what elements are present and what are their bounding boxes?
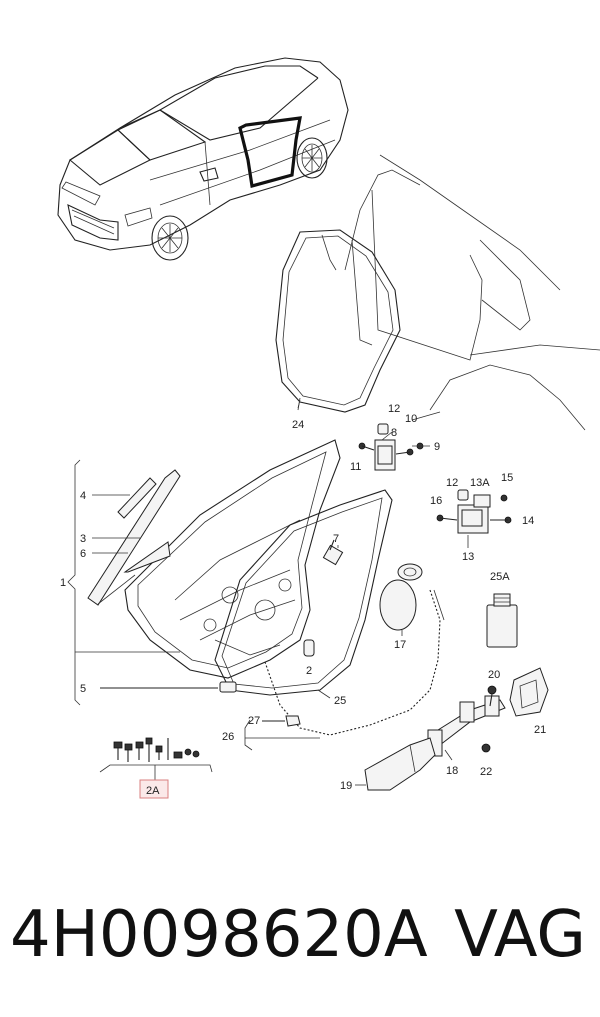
callout-17: 17 [394,639,406,651]
bolt-22 [481,743,491,753]
callout-2A: 2A [146,785,160,797]
clip-2 [303,639,315,657]
bolt-7 [322,539,344,566]
callout-12b: 12 [446,477,458,489]
callout-9: 9 [434,441,440,453]
callout-7: 7 [333,533,339,545]
callout-8: 8 [391,427,397,439]
callout-1: 1 [60,577,66,589]
callout-6: 6 [80,548,86,560]
callout-12a: 12 [388,403,400,415]
callout-labels: 1 2 2A 3 4 5 6 7 8 9 10 11 12 12 13 13A … [60,403,546,797]
callout-15: 15 [501,472,513,484]
hardware-kit-2A [99,737,213,780]
part-17 [379,563,423,631]
callout-25A: 25A [490,571,510,583]
callout-19: 19 [340,780,352,792]
rear-door-shell [124,439,393,696]
callout-26: 26 [222,731,234,743]
clip-27 [262,715,301,727]
body-side-frame [344,154,600,431]
callout-21: 21 [534,724,546,736]
leader-lines [67,399,469,786]
callout-5: 5 [80,683,86,695]
callout-27: 27 [248,715,260,727]
door-opening-seal-24 [275,229,401,413]
callout-2: 2 [306,665,312,677]
bolt-20 [487,685,497,707]
seal-strip-26 [264,589,445,736]
upper-hinge [358,423,430,471]
callout-3: 3 [80,533,86,545]
kit-2A-highlight-box [139,779,169,799]
callout-4: 4 [80,490,86,502]
callout-11: 11 [350,461,361,473]
callout-13: 13 [462,551,474,563]
callout-10: 10 [405,413,417,425]
cover-19 [364,737,436,791]
lower-hinge [436,489,512,534]
brand-name: VAG [454,898,586,972]
callout-16: 16 [430,495,442,507]
callout-14: 14 [522,515,534,527]
window-trim-strips [87,469,181,606]
callout-18: 18 [446,765,458,777]
door-check-strap-18 [427,695,506,757]
callout-25: 25 [334,695,346,707]
exploded-parts-diagram: 1 2 2A 3 4 5 6 7 8 9 10 11 12 12 13 13A … [57,57,600,799]
footer: 4H0098620A VAG [0,880,600,990]
screw-5 [100,681,237,693]
callout-20: 20 [488,669,500,681]
callout-24: 24 [292,419,304,431]
part-number: 4H0098620A [10,898,428,972]
bottle-25A [486,593,518,648]
callout-22: 22 [480,766,492,778]
bracket-21 [509,667,549,717]
callout-13A: 13A [470,477,490,489]
car-illustration [57,57,349,261]
